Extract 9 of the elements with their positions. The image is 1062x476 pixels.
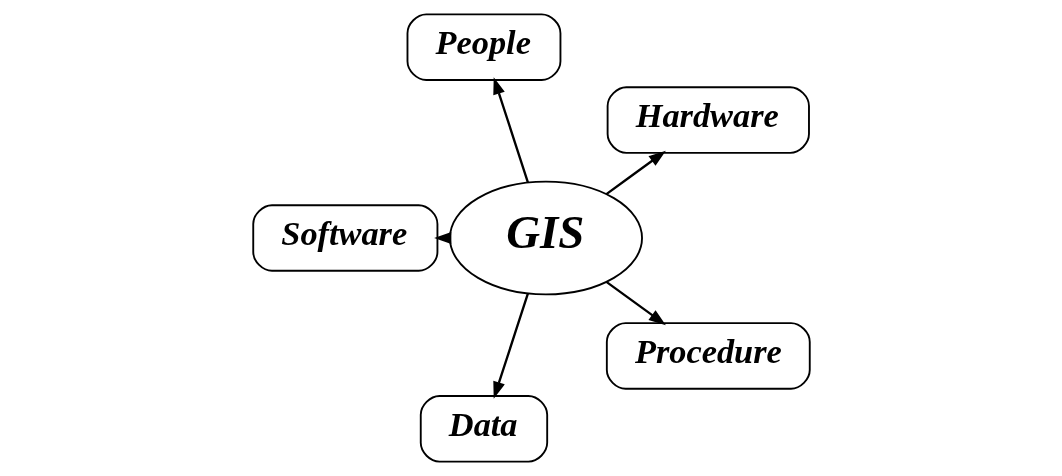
arrow	[492, 293, 529, 399]
node-box: People	[406, 13, 561, 81]
node-box: Procedure	[605, 322, 811, 390]
arrow	[605, 150, 666, 196]
node-box: Software	[251, 204, 438, 272]
arrow	[605, 280, 666, 326]
node-box: Hardware	[606, 86, 810, 154]
arrow	[492, 77, 529, 183]
node-box: Data	[419, 395, 548, 463]
